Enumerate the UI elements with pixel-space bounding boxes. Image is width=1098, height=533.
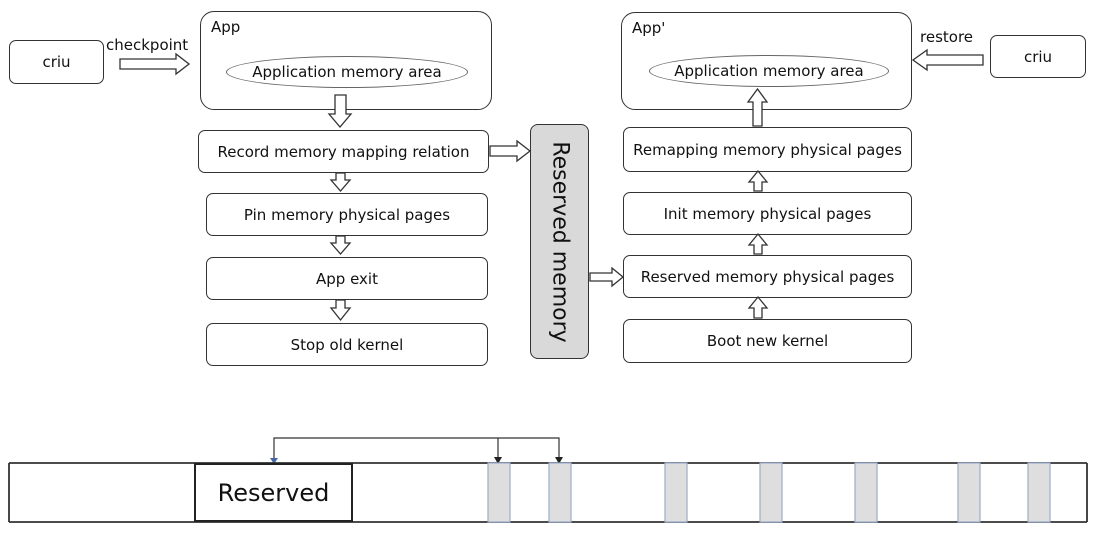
step-boot-new-kernel-label: Boot new kernel [706,332,829,350]
arrow-record-to-pin [329,172,352,192]
app-box: App Application memory area [200,11,492,110]
physical-page [854,462,878,523]
step-stop-old-kernel-label: Stop old kernel [290,335,404,354]
step-reserved-pages-label: Reserved memory physical pages [640,267,895,286]
step-app-exit-label: App exit [316,269,378,288]
arrow-pin-to-exit [329,235,352,255]
step-reserved-pages: Reserved memory physical pages [623,255,912,298]
step-pin-pages: Pin memory physical pages [206,193,488,236]
physical-page [664,462,688,523]
memory-reserved-region: Reserved [194,463,353,522]
arrow-exit-to-stop [329,299,352,322]
physical-page [759,462,783,523]
mapping-arrowhead-origin [270,458,278,464]
step-init-pages: Init memory physical pages [623,192,912,235]
mapping-arrowhead-2 [555,457,563,464]
step-remapping-pages-label: Remapping memory physical pages [633,140,902,159]
app-prime-box: App' Application memory area [621,12,912,110]
criu-left-box: criu [9,40,104,84]
app-prime-title: App' [632,19,666,37]
criu-right-label: criu [1023,47,1053,66]
step-record-mapping-label: Record memory mapping relation [217,142,470,161]
mapping-arrowhead-1 [494,457,502,464]
arrow-app-to-record [327,94,353,129]
application-memory-area-prime-ellipse: Application memory area [649,55,889,87]
criu-left-label: criu [42,53,71,71]
criu-right-box: criu [990,35,1086,78]
step-boot-new-kernel: Boot new kernel [623,319,912,363]
mapping-bracket-line [273,437,560,462]
physical-page [1027,462,1051,523]
physical-page [487,462,511,523]
step-remapping-pages: Remapping memory physical pages [623,127,912,172]
step-app-exit: App exit [206,257,488,300]
step-stop-old-kernel: Stop old kernel [206,323,488,366]
arrow-reserved-to-init [747,232,769,255]
checkpoint-label: checkpoint [106,36,189,54]
application-memory-area-label: Application memory area [252,63,442,81]
arrow-reserved-to-pages [589,266,625,288]
restore-arrow [911,48,984,72]
restore-label: restore [920,28,974,46]
step-init-pages-label: Init memory physical pages [663,204,872,223]
arrow-boot-to-reserved [747,295,769,319]
step-record-mapping: Record memory mapping relation [198,130,489,173]
app-title: App [211,18,241,36]
checkpoint-arrow [119,52,191,76]
reserved-memory-block: Reserved memory [530,124,589,359]
arrow-record-to-reserved [489,139,532,163]
physical-page [957,462,981,523]
application-memory-area-prime-label: Application memory area [674,62,864,80]
physical-page [548,462,572,523]
step-pin-pages-label: Pin memory physical pages [243,205,451,224]
arrow-remap-to-app [746,87,769,127]
memory-reserved-label: Reserved [217,478,330,507]
application-memory-area-ellipse: Application memory area [226,56,468,88]
arrow-init-to-remap [747,169,769,192]
